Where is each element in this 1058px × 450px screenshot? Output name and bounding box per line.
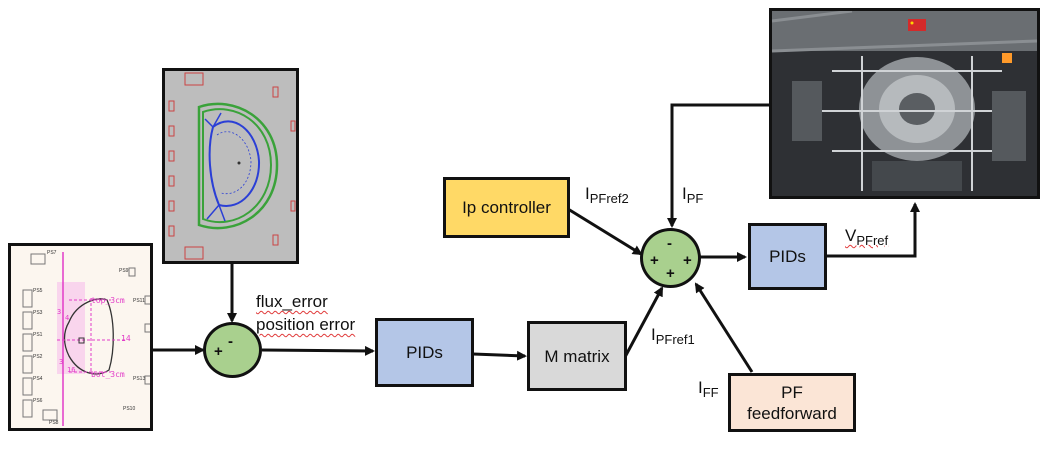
pids-block-pf: PIDs [748, 223, 827, 290]
coil-label: PS5 [33, 288, 43, 294]
m-matrix-label: M matrix [544, 346, 610, 366]
plasma-shape-plot: top_3cm bot_3cm 14 4 3 3 16 PS7 PS5 PS3 … [8, 243, 153, 431]
shape-label-mid: 14 [121, 334, 131, 343]
arrow-pids-to-tokamak [826, 202, 920, 258]
shape-label-16: 16 [67, 366, 76, 374]
summer-right-plus-left: + [650, 252, 659, 269]
equilibrium-plot [162, 68, 299, 264]
summing-junction-right [640, 228, 701, 288]
m-matrix-block: M matrix [527, 321, 627, 391]
tokamak-drawing [772, 11, 1037, 196]
shape-label-top: top_3cm [91, 296, 125, 305]
summer-left-minus: - [228, 333, 233, 350]
i-ff-main: I [698, 378, 703, 397]
arrow-ip-to-summer2 [567, 207, 643, 256]
position-error-text: position error [256, 315, 356, 334]
ip-controller-block: Ip controller [443, 177, 570, 238]
pids-pf-label: PIDs [769, 247, 806, 266]
shape-label-3b: 3 [59, 358, 64, 366]
summer-right-plus-bottom: + [666, 265, 675, 282]
arrow-feedback-to-summer2 [667, 103, 777, 228]
summing-junction-left [203, 322, 262, 378]
i-pfref1-sub: PFref1 [655, 332, 695, 347]
arrow-summer-to-pids [261, 345, 375, 356]
plasma-shape-drawing [22, 252, 150, 426]
i-pf-label: IPF [682, 184, 703, 209]
position-error-label: position error [256, 315, 355, 335]
i-pfref1-label: IPFref1 [651, 325, 695, 350]
i-ff-label: IFF [698, 378, 719, 403]
i-pfref1-main: I [651, 325, 656, 344]
arrow-pids-to-mmatrix [472, 350, 527, 361]
i-pfref2-sub: PFref2 [589, 191, 629, 206]
coil-label: PS13 [133, 376, 146, 382]
coil-label: PS9 [119, 268, 129, 274]
tokamak-photo [769, 8, 1040, 199]
pids-main-label: PIDs [406, 343, 443, 362]
v-pfref-sub: PFref [856, 233, 889, 248]
v-pfref-main: V [845, 226, 857, 245]
arrow-ff-to-summer2 [694, 282, 754, 373]
coil-label: PS11 [133, 298, 145, 304]
i-pf-main: I [682, 184, 687, 203]
coil-label: PS2 [33, 354, 43, 360]
pf-feedforward-line1: PF [781, 382, 803, 402]
shape-label-bot: bot_3cm [91, 370, 125, 379]
i-pf-sub: PF [686, 191, 704, 206]
summer-left-plus: + [214, 343, 223, 360]
coil-label: PS1 [33, 332, 43, 338]
i-pfref2-label: IPFref2 [585, 184, 629, 209]
flux-error-label: flux_error [256, 292, 328, 311]
pids-block-main: PIDs [375, 318, 474, 387]
summer-right-plus-right: + [683, 252, 692, 269]
i-ff-sub: FF [702, 385, 719, 400]
v-pfref-text: VPFref [845, 226, 889, 248]
arrow-mmatrix-to-summer2 [623, 286, 664, 358]
i-pfref2-main: I [585, 184, 590, 203]
equilibrium-drawing [168, 72, 296, 260]
ip-controller-label: Ip controller [462, 198, 551, 217]
summer-right-minus: - [667, 235, 672, 252]
pf-feedforward-line2: feedforward [747, 403, 837, 423]
shape-label-4: 4 [65, 314, 70, 322]
coil-label: PS3 [33, 310, 43, 316]
coil-label: PS6 [33, 398, 43, 404]
coil-label: PS10 [123, 406, 136, 412]
pf-feedforward-block: PF feedforward [728, 373, 856, 432]
coil-label: PS4 [33, 376, 43, 382]
v-pfref-label: VPFref [845, 226, 888, 251]
coil-label: PS8 [49, 420, 59, 426]
shape-label-3a: 3 [57, 308, 62, 316]
coil-label: PS7 [47, 250, 57, 256]
